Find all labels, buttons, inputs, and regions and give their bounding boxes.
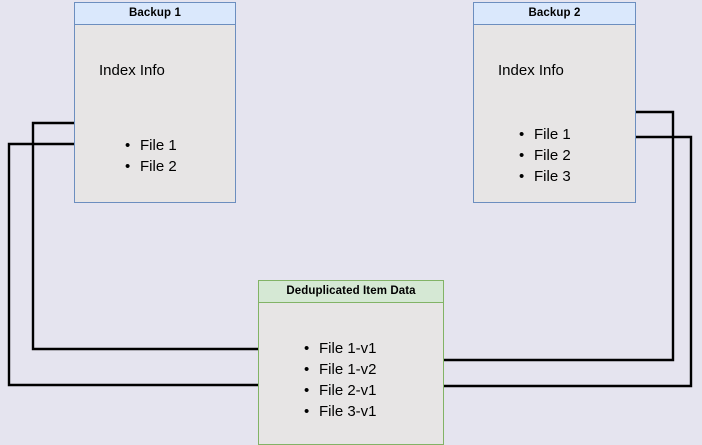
backup2-index-label: Index Info	[498, 62, 564, 79]
backup2-header: Backup 2	[474, 3, 635, 25]
dedup-box[interactable]: Deduplicated Item Data File 1-v1 File 1-…	[258, 280, 444, 445]
list-item[interactable]: File 3-v1	[304, 401, 377, 422]
backup1-header: Backup 1	[75, 3, 235, 25]
list-item[interactable]: File 2-v1	[304, 380, 377, 401]
list-item[interactable]: File 1-v2	[304, 359, 377, 380]
backup2-file-list: File 1 File 2 File 3	[519, 124, 571, 187]
list-item[interactable]: File 1	[519, 124, 571, 145]
list-item[interactable]: File 2	[519, 145, 571, 166]
backup2-box[interactable]: Backup 2 Index Info File 1 File 2 File 3	[473, 2, 636, 203]
backup2-body: Index Info File 1 File 2 File 3	[474, 25, 635, 202]
list-item[interactable]: File 2	[125, 156, 177, 177]
list-item[interactable]: File 3	[519, 166, 571, 187]
list-item[interactable]: File 1	[125, 135, 177, 156]
dedup-file-list: File 1-v1 File 1-v2 File 2-v1 File 3-v1	[304, 338, 377, 422]
backup1-file-list: File 1 File 2	[125, 135, 177, 177]
list-item[interactable]: File 1-v1	[304, 338, 377, 359]
backup1-box[interactable]: Backup 1 Index Info File 1 File 2	[74, 2, 236, 203]
backup1-index-label: Index Info	[99, 62, 165, 79]
backup1-body: Index Info File 1 File 2	[75, 25, 235, 202]
dedup-header: Deduplicated Item Data	[259, 281, 443, 303]
dedup-body: File 1-v1 File 1-v2 File 2-v1 File 3-v1	[259, 303, 443, 444]
